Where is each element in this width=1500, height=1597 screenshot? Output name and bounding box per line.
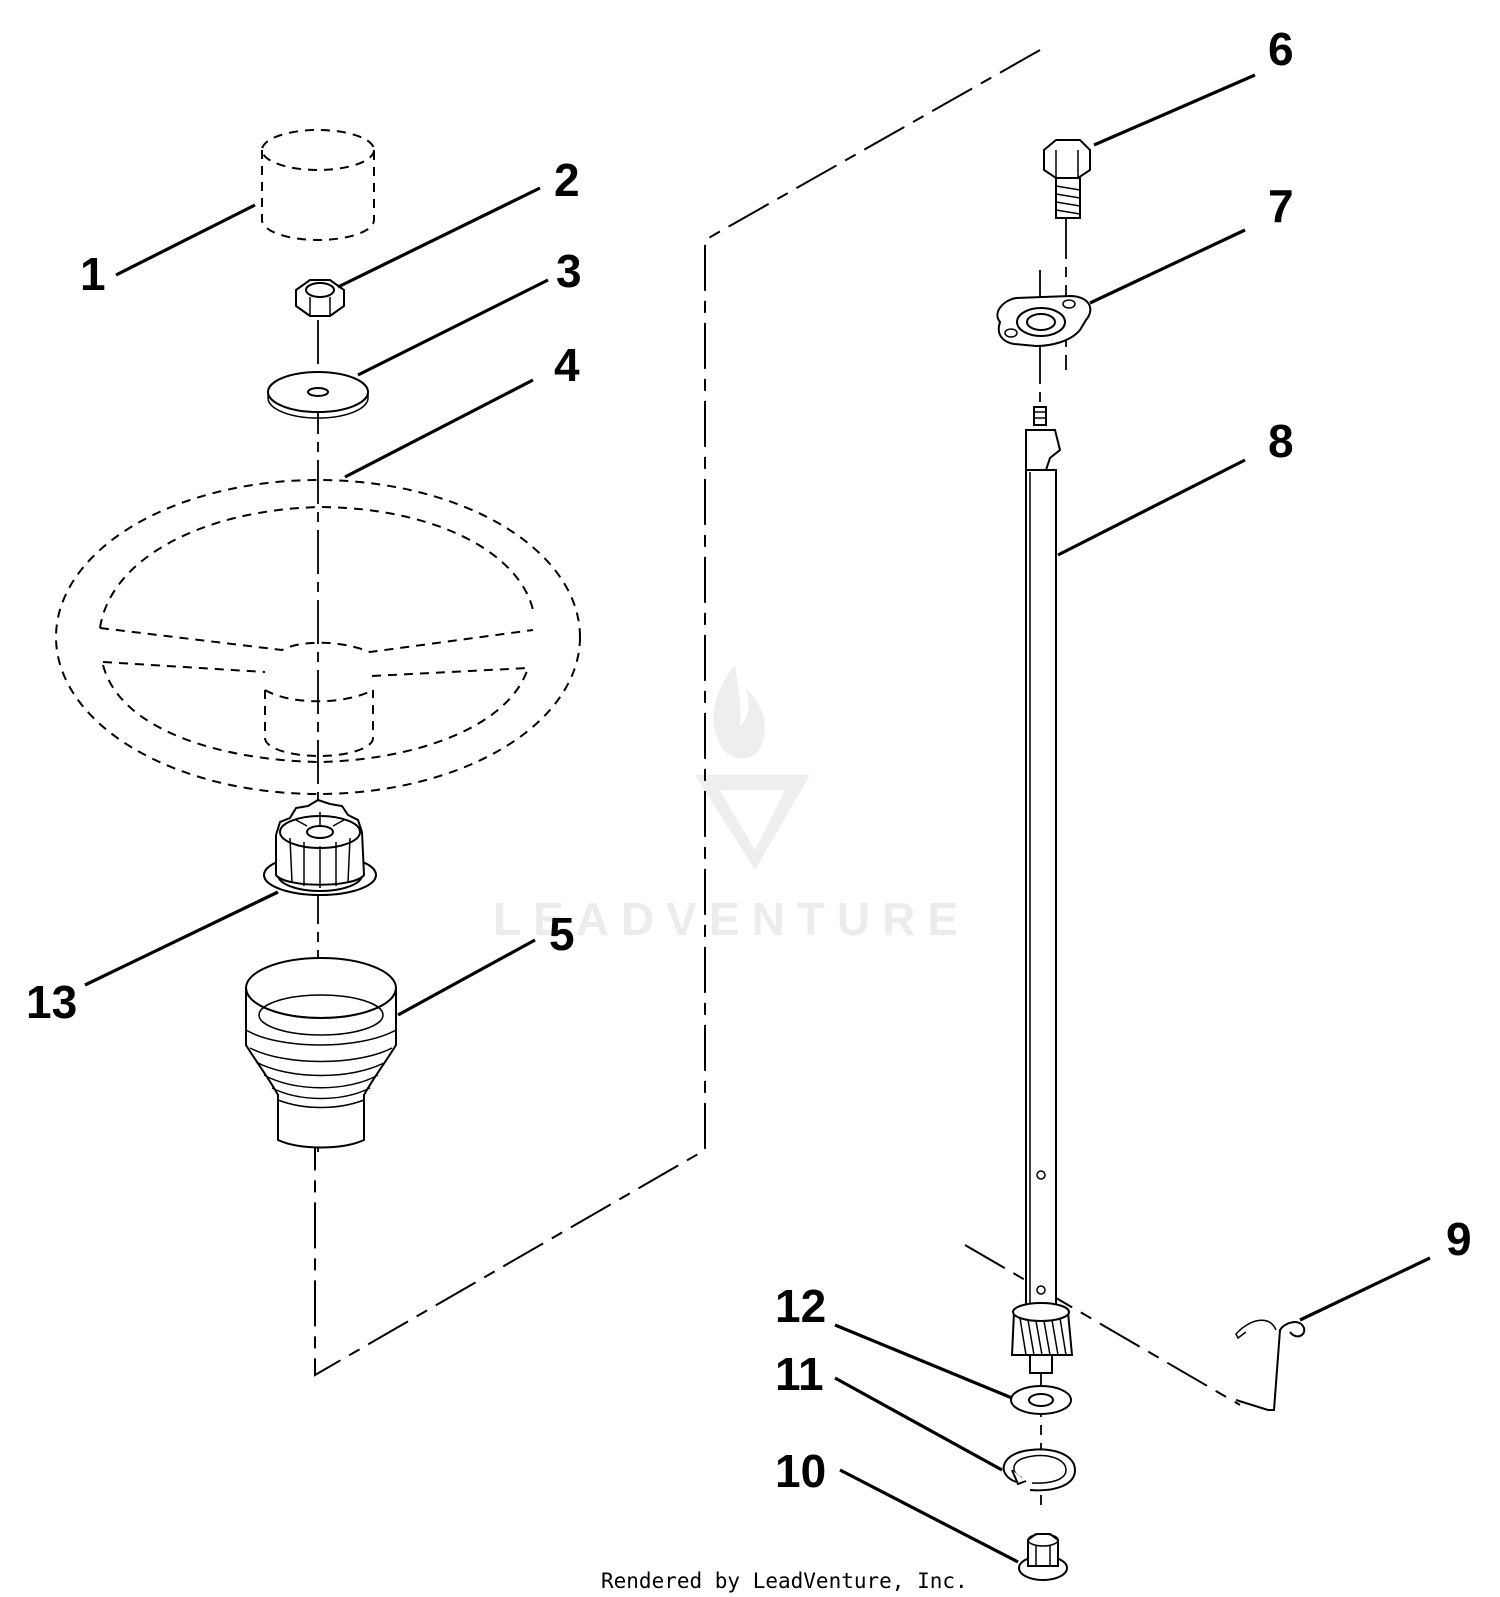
part-3-washer bbox=[267, 371, 369, 419]
watermark-v-icon bbox=[695, 775, 810, 870]
callout-11: 11 bbox=[775, 1348, 824, 1400]
watermark-text: LEADVENTURE bbox=[493, 893, 970, 945]
part-1-cap bbox=[261, 129, 375, 241]
leader-11 bbox=[834, 1376, 1003, 1472]
leader-13 bbox=[84, 890, 279, 987]
leader-7 bbox=[1089, 228, 1246, 305]
leader-9 bbox=[1299, 1256, 1431, 1322]
leader-5 bbox=[397, 938, 536, 1017]
callout-1: 1 bbox=[80, 248, 106, 300]
leader-12 bbox=[834, 1323, 1013, 1400]
leader-6 bbox=[1093, 73, 1256, 147]
callout-13: 13 bbox=[26, 976, 77, 1028]
frame-boundary-line bbox=[314, 49, 1041, 1377]
part-2-nut bbox=[295, 279, 345, 317]
leader-8 bbox=[1057, 458, 1246, 557]
part-5-boot bbox=[245, 957, 397, 1149]
part-4-steering-wheel bbox=[55, 479, 581, 795]
callout-10: 10 bbox=[775, 1445, 826, 1497]
callout-3: 3 bbox=[556, 245, 582, 297]
leader-3 bbox=[357, 278, 549, 377]
leader-2 bbox=[337, 186, 541, 289]
callout-2: 2 bbox=[554, 154, 580, 206]
frame-boundary-line-lower bbox=[964, 1244, 1241, 1406]
watermark-flame-icon bbox=[713, 665, 765, 759]
part-13-splined-adapter bbox=[263, 798, 377, 896]
part-8-steering-shaft bbox=[1025, 406, 1062, 1313]
callout-6: 6 bbox=[1268, 23, 1294, 75]
callout-5: 5 bbox=[549, 908, 575, 960]
leader-lines bbox=[84, 73, 1431, 1564]
callouts: 1 2 3 4 5 6 7 8 9 10 11 12 13 bbox=[26, 23, 1472, 1497]
leader-10 bbox=[839, 1468, 1019, 1564]
callout-9: 9 bbox=[1446, 1213, 1472, 1265]
callout-4: 4 bbox=[554, 339, 580, 391]
part-11-retaining-ring bbox=[1002, 1448, 1077, 1492]
callout-12: 12 bbox=[775, 1280, 826, 1332]
part-10-flange-nut bbox=[1018, 1533, 1068, 1581]
part-12-washer bbox=[1010, 1385, 1072, 1415]
part-6-bolt bbox=[1043, 139, 1091, 219]
part-9-spring-clip bbox=[1235, 1319, 1306, 1411]
leader-4 bbox=[344, 378, 534, 479]
leader-1 bbox=[115, 203, 256, 277]
watermark: LEADVENTURE bbox=[493, 665, 970, 945]
callout-7: 7 bbox=[1268, 180, 1294, 232]
pinion-gear bbox=[1010, 1302, 1074, 1510]
callout-8: 8 bbox=[1268, 415, 1294, 467]
footer-credit: Rendered by LeadVenture, Inc. bbox=[601, 1569, 968, 1593]
part-7-flange-bearing bbox=[996, 294, 1092, 348]
